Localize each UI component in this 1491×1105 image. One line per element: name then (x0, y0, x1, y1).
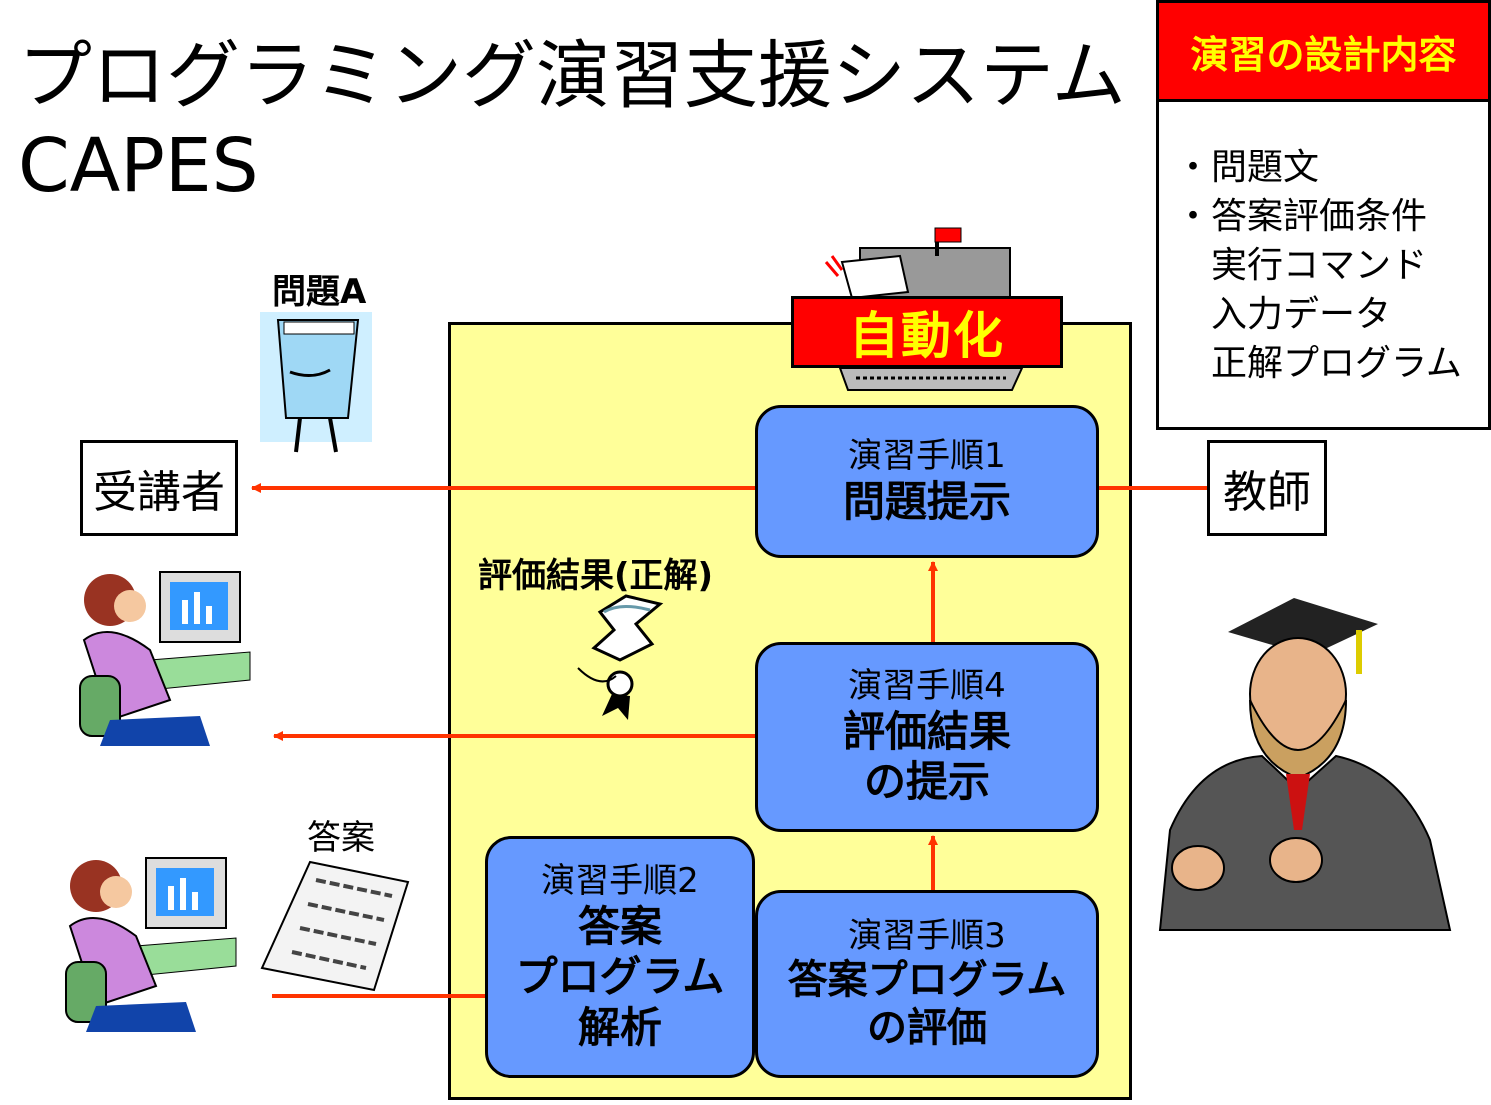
step-2-box: 演習手順2 答案 プログラム 解析 (485, 836, 755, 1078)
student-icon-1 (79, 571, 251, 746)
step-3-line-2: の評価 (867, 1005, 987, 1052)
flow-arrows (251, 483, 1207, 998)
professor-icon (1158, 598, 1452, 931)
step-4-heading: 演習手順4 (848, 666, 1006, 707)
page-title: プログラミング演習支援システム (18, 33, 1126, 119)
step-2-line-2: プログラム (515, 952, 725, 1002)
design-panel: 演習の設計内容 ・問題文 ・答案評価条件 実行コマンド 入力データ 正解プログラ… (1156, 0, 1491, 430)
computer-icon (824, 227, 1024, 391)
design-item: 実行コマンド (1175, 245, 1428, 286)
design-item: ・答案評価条件 (1175, 196, 1428, 237)
step-4-line-1: 評価結果 (842, 707, 1011, 756)
student-icon-2 (65, 857, 237, 1032)
step-3-line-1: 答案プログラム (787, 957, 1067, 1004)
automation-banner: 自動化 (791, 296, 1063, 368)
step-1-line-1: 問題提示 (842, 476, 1011, 526)
step-4-line-2: の提示 (863, 757, 990, 807)
answer-label: 答案 (307, 818, 375, 858)
step-1-heading: 演習手順1 (848, 435, 1006, 476)
problem-sheet-icon (260, 312, 372, 453)
step-2-heading: 演習手順2 (541, 861, 699, 902)
answer-sheet-icon (260, 860, 410, 992)
design-item: 入力データ (1175, 294, 1392, 335)
design-panel-header: 演習の設計内容 (1159, 3, 1488, 102)
design-item: ・問題文 (1175, 147, 1320, 188)
student-label: 受講者 (80, 440, 238, 536)
step-1-box: 演習手順1 問題提示 (755, 405, 1099, 558)
teacher-label: 教師 (1207, 440, 1327, 536)
system-name: CAPES (18, 123, 259, 209)
step-4-box: 演習手順4 評価結果 の提示 (755, 642, 1099, 832)
result-label: 評価結果(正解) (478, 556, 714, 596)
design-item: 正解プログラム (1175, 343, 1462, 384)
certificate-icon (577, 594, 664, 720)
step-2-line-3: 解析 (577, 1002, 662, 1052)
step-2-line-1: 答案 (577, 901, 662, 951)
step-3-box: 演習手順3 答案プログラム の評価 (755, 890, 1099, 1078)
design-panel-list: ・問題文 ・答案評価条件 実行コマンド 入力データ 正解プログラム (1175, 143, 1462, 388)
step-3-heading: 演習手順3 (848, 915, 1006, 956)
problem-label: 問題A (272, 272, 367, 312)
